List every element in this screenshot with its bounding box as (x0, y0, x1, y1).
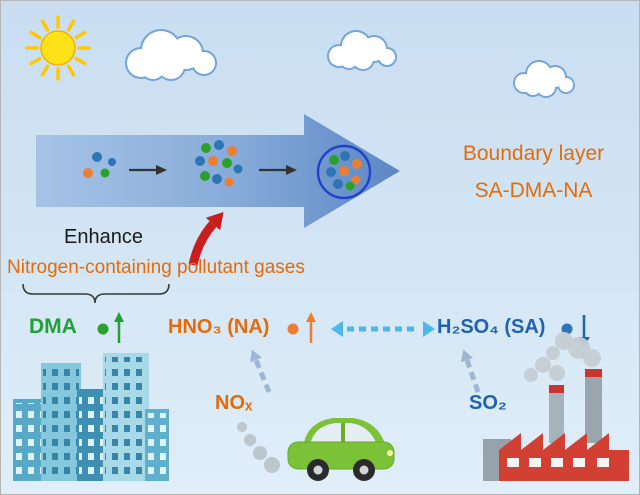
hno3-label: HNO₃ (NA) (168, 316, 270, 338)
growth-arrow (36, 114, 400, 228)
boundary-layer-line2: SA-DMA-NA (474, 179, 593, 202)
enhance-arrow-icon (188, 212, 224, 266)
molecule-dots-green (100, 143, 355, 191)
dma-label: DMA (29, 315, 77, 338)
molecule-dots-orange (83, 146, 362, 187)
molecule-dots-blue (92, 140, 350, 189)
sa-dot (561, 323, 573, 335)
up-trend-icon (306, 312, 316, 343)
cloud-icon (125, 29, 217, 81)
sun-icon (25, 15, 91, 81)
city-buildings-icon (13, 353, 169, 481)
so2-to-sa-arrow (460, 349, 481, 393)
factory-icon (483, 369, 629, 481)
h2so4-label: H₂SO₄ (SA) (437, 316, 546, 338)
na-dot (287, 323, 299, 335)
exhaust-smoke-icon (237, 422, 280, 473)
nucleation-circle (316, 144, 372, 200)
exchange-arrow-icon (331, 321, 435, 337)
cloud-icon (513, 60, 575, 98)
enhance-label: Enhance (64, 226, 143, 248)
pollutant-gases-label: Nitrogen-containing pollutant gases (7, 257, 305, 278)
up-trend-icon (114, 312, 124, 343)
dma-dot (97, 323, 109, 335)
boundary-layer-line1: Boundary layer (462, 142, 605, 165)
stage-arrow-icon (129, 165, 297, 175)
factory-smoke-icon (524, 332, 601, 382)
brace-icon (22, 283, 170, 304)
car-icon (287, 418, 395, 481)
cloud-icon (327, 30, 397, 71)
so2-label: SO₂ (469, 392, 507, 414)
nox-label: NOₓ (215, 392, 253, 414)
nox-to-na-arrow (250, 349, 272, 393)
boundary-layer-label: Boundary layer SA-DMA-NA (431, 135, 636, 209)
